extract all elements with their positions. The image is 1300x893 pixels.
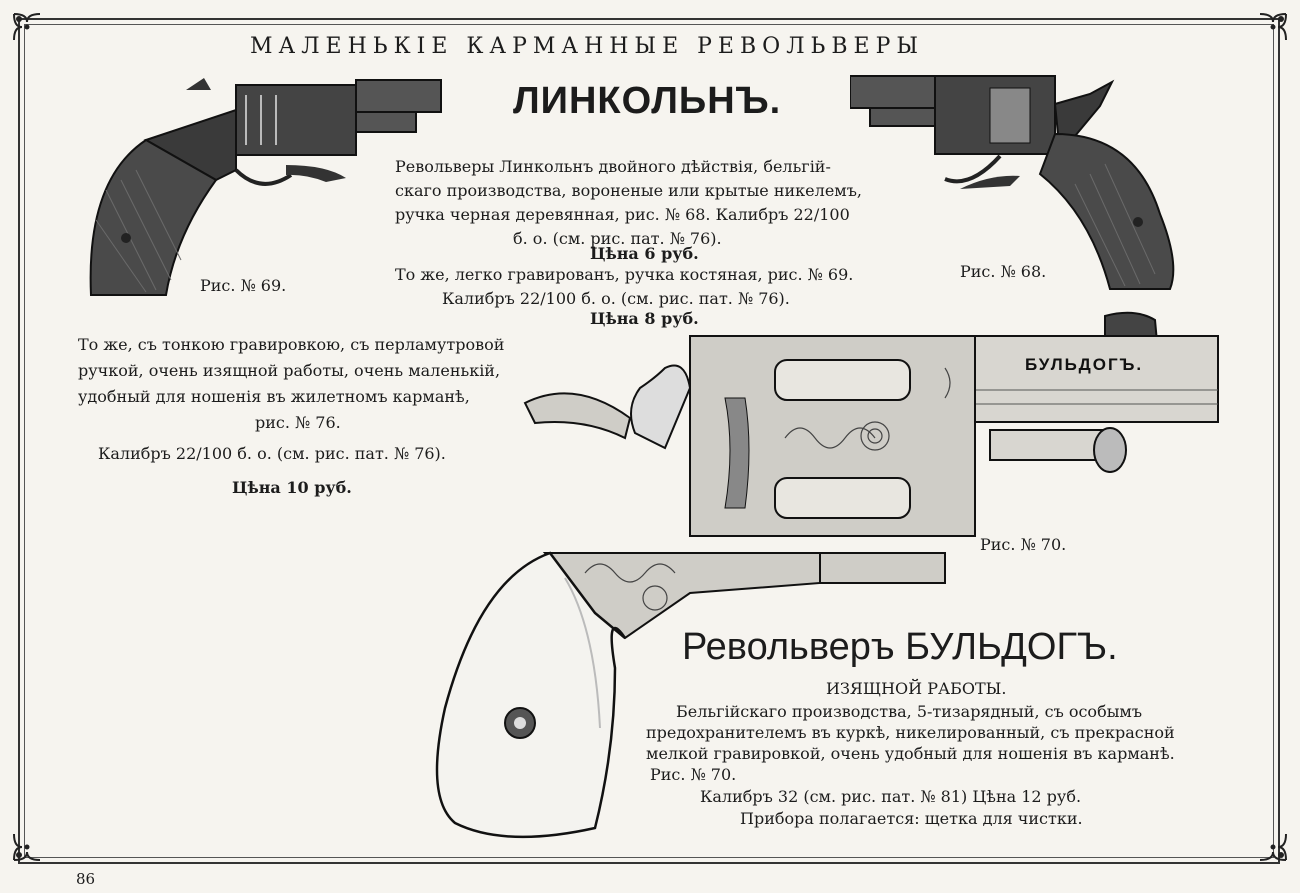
fine-caliber: Калибръ 22/100 б. о. (см. рис. пат. № 76… [98, 444, 446, 463]
bulldog-title: Револьверъ БУЛЬДОГЪ. [682, 626, 1118, 668]
page-header-title: МАЛЕНЬКІЕ КАРМАННЫЕ РЕВОЛЬВЕРЫ [250, 34, 925, 59]
page-number: 86 [76, 870, 96, 888]
fig69-caption: Рис. № 69. [200, 276, 287, 295]
lincoln-desc-line: Револьверы Линкольнъ двойного дѣйствія, … [395, 157, 831, 176]
corner-ornament-icon [1256, 10, 1290, 44]
fine-desc-line: ручкой, очень изящной работы, очень мале… [78, 361, 501, 380]
lincoln-price-6: Цѣна 6 руб. [590, 244, 699, 263]
revolver-illustration-fig68 [850, 75, 1175, 290]
lincoln-engraved-line: Калибръ 22/100 б. о. (см. рис. пат. № 76… [442, 289, 790, 308]
fine-desc-line: удобный для ношенія въ жилетномъ карманѣ… [78, 387, 470, 406]
lincoln-desc-line: скаго производства, вороненые или крытые… [395, 181, 862, 200]
bulldog-desc-line: Бельгійскаго производства, 5-тизарядный,… [676, 702, 1143, 721]
fine-desc-line: рис. № 76. [255, 413, 341, 432]
fine-price-10: Цѣна 10 руб. [232, 478, 352, 497]
fig68-caption: Рис. № 68. [960, 262, 1047, 281]
lincoln-desc-line: б. о. (см. рис. пат. № 76). [513, 229, 722, 248]
bulldog-caliber-price: Калибръ 32 (см. рис. пат. № 81) Цѣна 12 … [700, 787, 1082, 806]
lincoln-title: ЛИНКОЛЬНЪ. [513, 80, 782, 122]
revolver-illustration-fig69 [89, 78, 442, 296]
corner-ornament-icon [10, 830, 44, 864]
bulldog-accessory: Прибора полагается: щетка для чистки. [740, 809, 1083, 828]
fig70-caption: Рис. № 70. [980, 535, 1067, 554]
lincoln-engraved-line: То же, легко гравированъ, ручка костяная… [395, 265, 854, 284]
bulldog-desc-line: мелкой гравировкой, очень удобный для но… [646, 744, 1175, 763]
fine-desc-line: То же, съ тонкою гравировкою, съ перламу… [78, 335, 505, 354]
bulldog-desc-line: Рис. № 70. [650, 765, 737, 784]
barrel-label: БУЛЬДОГЪ. [1025, 355, 1143, 374]
lincoln-desc-line: ручка черная деревянная, рис. № 68. Кали… [395, 205, 850, 224]
corner-ornament-icon [1256, 830, 1290, 864]
page-border-outer [18, 18, 1280, 864]
page-border-inner [24, 24, 1274, 858]
bulldog-desc-line: предохранителемъ въ куркѣ, никелированны… [646, 723, 1175, 742]
lincoln-price-8: Цѣна 8 руб. [590, 309, 699, 328]
corner-ornament-icon [10, 10, 44, 44]
bulldog-subtitle: ИЗЯЩНОЙ РАБОТЫ. [826, 679, 1007, 698]
revolver-illustration-fig70: БУЛЬДОГЪ. [435, 311, 1219, 839]
